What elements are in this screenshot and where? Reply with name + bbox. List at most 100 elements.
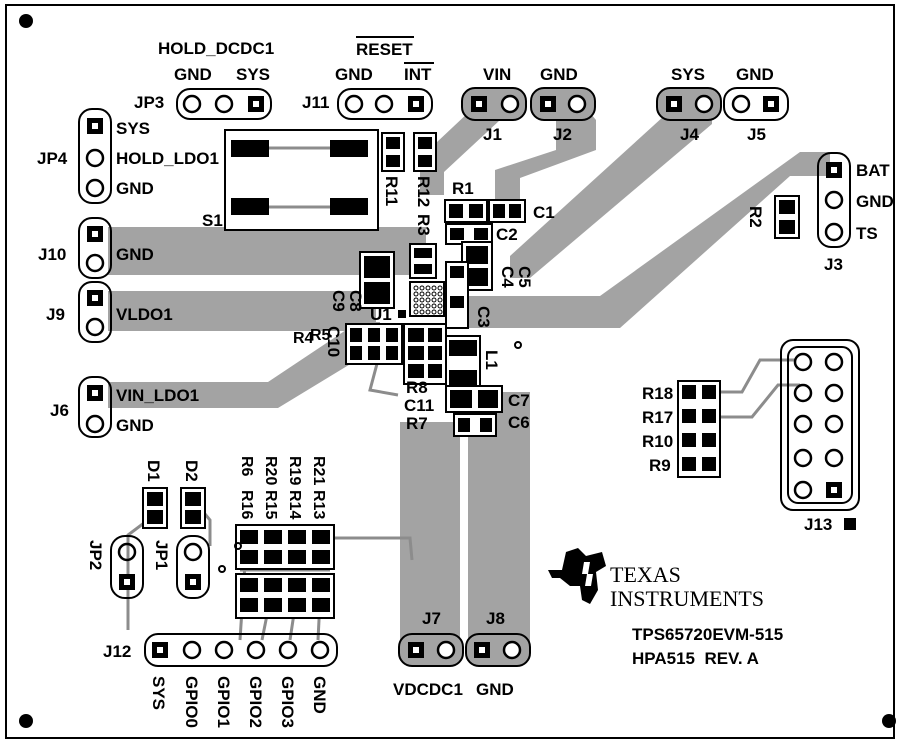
gpio3-label: GPIO3	[278, 676, 297, 728]
gpio0-label: GPIO0	[182, 676, 201, 728]
r4-label: R4	[293, 330, 314, 347]
r14-label: R14	[286, 490, 303, 519]
gnd-top-label: GND	[540, 65, 578, 84]
r8-label: R8	[406, 378, 428, 397]
jp2-pin	[117, 542, 137, 562]
bat-label: BAT	[856, 161, 890, 180]
j3-pin	[824, 190, 844, 210]
r15-label: R15	[262, 490, 279, 519]
j6-header	[78, 376, 112, 438]
j13-inner	[787, 346, 853, 504]
s1-label: S1	[202, 211, 223, 230]
r1-label: R1	[452, 179, 474, 198]
jp3-label: JP3	[134, 93, 164, 112]
jp4-header	[78, 108, 112, 204]
j8-pin	[502, 640, 522, 660]
j2-label: J2	[553, 125, 572, 144]
u1-label: U1	[370, 305, 392, 324]
hold-dcdc1-label: HOLD_DCDC1	[158, 39, 274, 58]
j11-pin	[374, 94, 394, 114]
j9-label: J9	[46, 305, 65, 324]
jp3-sys-label: SYS	[236, 65, 270, 84]
c9-label: C9	[329, 290, 348, 312]
j5-label: J5	[747, 125, 766, 144]
j5-pin	[731, 94, 751, 114]
j10-pin	[85, 253, 105, 273]
u1-balls	[413, 285, 443, 315]
j4-label: J4	[680, 125, 699, 144]
c1-label: C1	[533, 203, 555, 222]
j12-pin	[246, 640, 266, 660]
j3-label: J3	[824, 255, 843, 274]
j10-gnd-label: GND	[116, 245, 154, 264]
j2-pin	[567, 94, 587, 114]
c11-label: C11	[404, 396, 434, 415]
j11-label: J11	[302, 93, 329, 112]
jp4-sys-label: SYS	[116, 119, 150, 138]
l1-label: L1	[482, 350, 501, 370]
jp4-label: JP4	[37, 149, 68, 168]
j9-header	[78, 281, 112, 343]
r21-label: R21	[310, 456, 327, 485]
j1-label: J1	[483, 125, 502, 144]
r11-label: R11	[382, 176, 401, 206]
r18-label: R18	[642, 384, 673, 403]
c10-label: C10	[324, 326, 343, 357]
r9-label: R9	[649, 456, 671, 475]
jp2-header	[110, 535, 144, 599]
jp1-header	[176, 535, 210, 599]
vldo1-label: VLDO1	[116, 305, 173, 324]
jp4-gnd-label: GND	[116, 179, 154, 198]
j8-label: J8	[486, 609, 505, 628]
s1-pad	[330, 198, 368, 215]
c3-footprint	[445, 261, 469, 329]
r12-label: R12	[414, 176, 433, 207]
gnd-top2-label: GND	[736, 65, 774, 84]
jp3-header	[176, 88, 272, 120]
jp4-pin	[85, 148, 105, 168]
revision: HPA515 REV. A	[632, 649, 759, 668]
j12-label: J12	[103, 642, 131, 661]
gpio1-label: GPIO1	[214, 676, 233, 728]
jp1-label: JP1	[152, 540, 171, 570]
jp3-pin	[214, 94, 234, 114]
j9-pin	[85, 317, 105, 337]
c8-label: C8	[346, 290, 365, 312]
j11-pin	[344, 94, 364, 114]
s1-pad	[231, 140, 269, 157]
j12-gnd-label: GND	[310, 676, 329, 714]
j3-pin	[824, 222, 844, 242]
j8-gnd-label: GND	[476, 680, 514, 699]
d1-label: D1	[144, 460, 163, 482]
r16-label: R16	[238, 490, 255, 519]
gpio2-label: GPIO2	[246, 676, 265, 728]
mount-hole-br	[882, 714, 896, 728]
j11-header	[337, 88, 433, 120]
r13-label: R13	[310, 490, 327, 519]
jp2-label: JP2	[86, 540, 105, 570]
mount-hole-tl	[19, 14, 33, 28]
copper-pours	[108, 96, 830, 648]
r3-label: R3	[414, 214, 433, 236]
r17-label: R17	[642, 408, 673, 427]
j12-pin	[310, 640, 330, 660]
part-number: TPS65720EVM-515	[632, 625, 783, 644]
reset-label: RESET	[356, 40, 413, 59]
ti-texas-text: TEXAS	[610, 562, 681, 587]
r6-label: R6	[238, 456, 255, 477]
vin-top-label: VIN	[483, 65, 511, 84]
int-label: INT	[404, 65, 432, 84]
j13-outer	[780, 339, 860, 511]
j12-sys-label: SYS	[149, 676, 168, 710]
r10-label: R10	[642, 432, 673, 451]
c4-label: C4	[498, 266, 517, 288]
ti-instruments-text: INSTRUMENTS	[610, 586, 764, 611]
j7-pin	[436, 640, 456, 660]
j5-header	[723, 87, 789, 121]
j7-label: J7	[422, 609, 441, 628]
r5-label: R5	[310, 327, 331, 344]
mount-hole-bl	[19, 714, 33, 728]
r19-label: R19	[286, 456, 303, 485]
jp3-pin	[182, 94, 202, 114]
